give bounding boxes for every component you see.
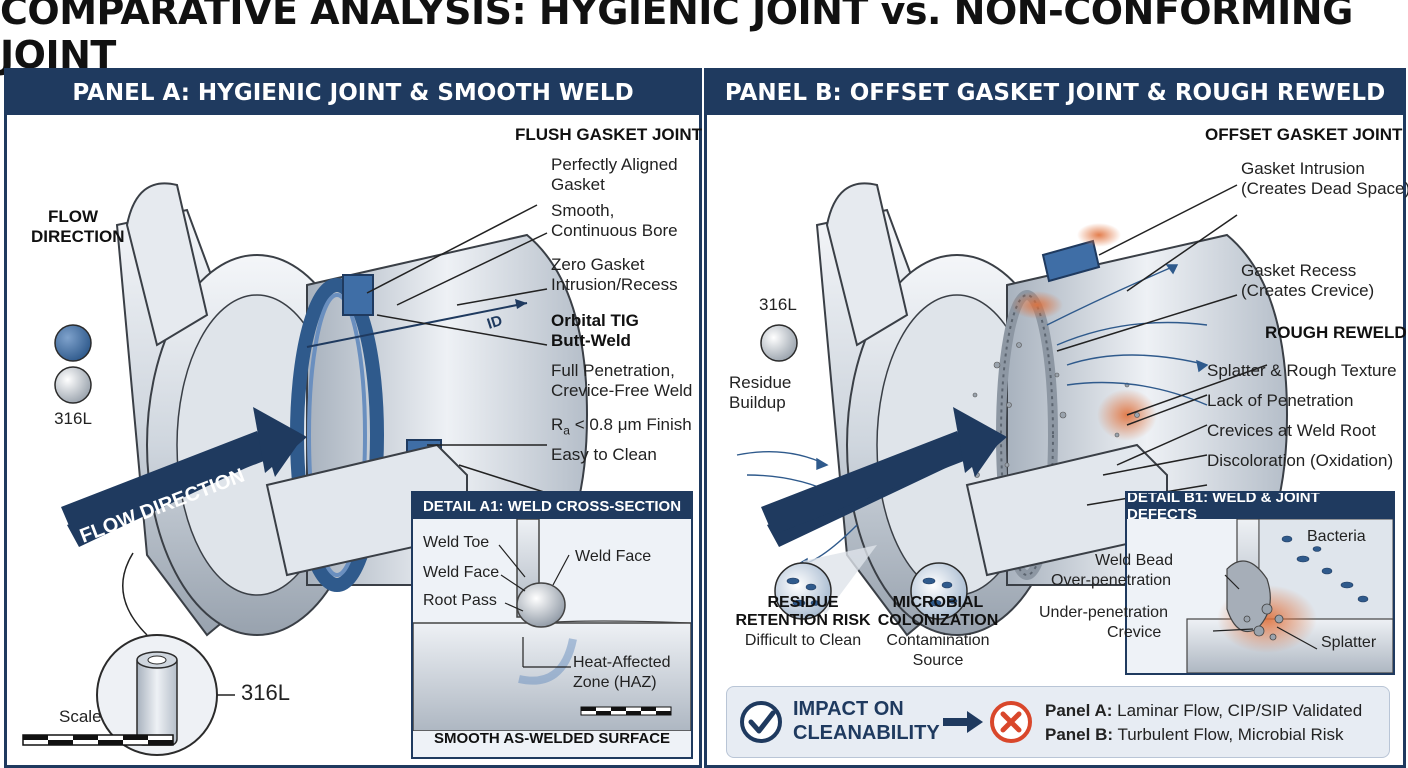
checkmark-icon — [740, 701, 782, 743]
lack-penetration-label: Lack of Penetration — [1207, 391, 1354, 410]
weld-toe-label: Weld Toe — [423, 534, 490, 551]
residue-risk-label-1: RESIDUE — [767, 594, 839, 611]
crevices-root-label: Crevices at Weld Root — [1207, 421, 1376, 440]
rough-reweld-label: ROUGH REWELD — [1265, 323, 1407, 342]
id-label: ID — [485, 312, 505, 333]
impact-title-2: CLEANABILITY — [793, 722, 940, 744]
residue-risk-label-3: Difficult to Clean — [744, 632, 862, 649]
easy-to-clean-label: Easy to Clean — [551, 445, 657, 464]
smooth-bore-label-1: Smooth, — [551, 201, 615, 220]
microbial-label-2: COLONIZATION — [877, 612, 999, 629]
detail-b1-header: DETAIL B1: WELD & JOINT DEFECTS — [1127, 493, 1393, 523]
residue-buildup-label-1: Residue — [729, 373, 792, 392]
gasket-recess-label-1: Gasket Recess — [1241, 261, 1357, 280]
weld-face-left-label: Weld Face — [423, 564, 500, 581]
discoloration-label: Discoloration (Oxidation) — [1207, 451, 1394, 470]
weld-cross-section — [413, 519, 691, 731]
flush-gasket-joint-label: FLUSH GASKET JOINT — [515, 125, 703, 144]
impact-line-b: Panel B: Turbulent Flow, Microbial Risk — [1045, 725, 1344, 744]
microbial-label-3: Contamination — [886, 632, 990, 649]
root-pass-label: Root Pass — [423, 592, 497, 609]
impact-line-a: Panel A: Laminar Flow, CIP/SIP Validated — [1045, 701, 1363, 720]
under-penetration-label-1: Under-penetration — [1039, 604, 1168, 621]
detail-a1-scale — [580, 706, 672, 716]
residue-buildup-label-2: Buildup — [729, 393, 786, 412]
perfectly-aligned-label-2: Gasket — [551, 175, 605, 194]
microbial-label-4: Source — [912, 652, 964, 669]
weld-bead-label-1: Weld Bead — [1095, 552, 1173, 569]
material-label: 316L — [759, 295, 797, 314]
perfectly-aligned-label-1: Perfectly Aligned — [551, 155, 678, 174]
panel-a-header: PANEL A: HYGIENIC JOINT & SMOOTH WELD — [7, 71, 699, 115]
microbial-label-1: MICROBIAL — [892, 594, 984, 611]
legend-material-label: 316L — [54, 409, 92, 428]
panel-b-header: PANEL B: OFFSET GASKET JOINT & ROUGH REW… — [707, 71, 1403, 115]
splatter-label: Splatter — [1321, 634, 1377, 651]
orbital-tig-label-2: Butt-Weld — [551, 331, 631, 350]
full-penetration-label-2: Crevice-Free Weld — [551, 381, 693, 400]
gasket-intrusion-label-1: Gasket Intrusion — [1241, 159, 1365, 178]
full-penetration-label-1: Full Penetration, — [551, 361, 675, 380]
smooth-bore-label-2: Continuous Bore — [551, 221, 678, 240]
zero-gasket-label-2: Intrusion/Recess — [551, 275, 678, 294]
detail-b1: DETAIL B1: WELD & JOINT DEFECTS — [1125, 491, 1395, 675]
tube-material-label: 316L — [241, 680, 290, 705]
scale-bar — [22, 734, 174, 746]
gasket-recess-label-2: (Creates Crevice) — [1241, 281, 1375, 300]
haz-label-1: Heat-Affected — [573, 654, 671, 671]
zero-gasket-label-1: Zero Gasket — [551, 255, 645, 274]
weld-face-right-label: Weld Face — [575, 548, 652, 565]
impact-title-1: IMPACT ON — [793, 698, 904, 720]
arrow-right-icon — [943, 711, 983, 733]
orbital-tig-label-1: Orbital TIG — [551, 311, 639, 330]
weld-defects-cross-section — [1186, 519, 1393, 673]
scale-label: Scale — [59, 707, 102, 726]
page-title: COMPARATIVE ANALYSIS: HYGIENIC JOINT vs.… — [0, 0, 1353, 77]
roughness-label: Ra < 0.8 μm Finish — [551, 415, 692, 438]
under-penetration-label-2: Crevice — [1107, 624, 1162, 641]
panel-b: PANEL B: OFFSET GASKET JOINT & ROUGH REW… — [704, 68, 1408, 768]
splatter-texture-label: Splatter & Rough Texture — [1207, 361, 1397, 380]
gasket-intrusion-label-2: (Creates Dead Space) — [1241, 179, 1408, 198]
bacteria-label: Bacteria — [1307, 528, 1366, 545]
reject-x-icon — [990, 701, 1032, 743]
panel-a: PANEL A: HYGIENIC JOINT & SMOOTH WELD — [4, 68, 702, 768]
detail-a1: DETAIL A1: WELD CROSS-SECTION — [411, 491, 693, 759]
offset-gasket-joint-label: OFFSET GASKET JOINT — [1205, 125, 1403, 144]
offset-joint-illustration — [736, 182, 1289, 637]
haz-label-2: Zone (HAZ) — [573, 674, 657, 691]
detail-a1-header: DETAIL A1: WELD CROSS-SECTION — [413, 493, 691, 519]
impact-box: IMPACT ON CLEANABILITY Panel A: Laminar … — [726, 686, 1390, 758]
flow-legend-label-2: DIRECTION — [31, 227, 125, 246]
weld-bead-label-2: Over-penetration — [1051, 572, 1172, 589]
detail-a1-footer: SMOOTH AS-WELDED SURFACE — [433, 730, 671, 747]
residue-risk-label-2: RETENTION RISK — [735, 612, 871, 629]
flow-legend-label-1: FLOW — [47, 207, 99, 226]
